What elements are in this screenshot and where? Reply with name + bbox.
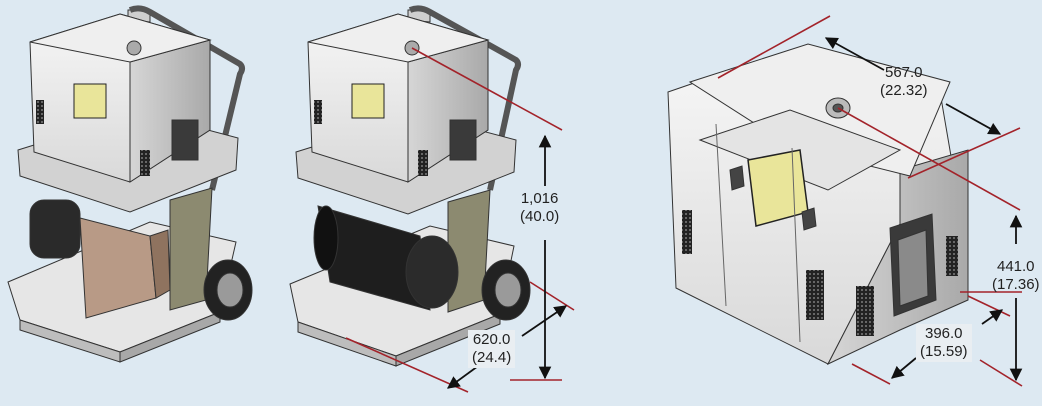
unit-height-inch: (17.36): [992, 276, 1040, 293]
height-top-extension-line: [411, 47, 563, 131]
unit-height-mm: 441.0: [996, 258, 1035, 275]
cart-dimension-lines: [345, 47, 575, 393]
side-handle-recess: [449, 119, 477, 161]
cart-handle: [128, 5, 245, 191]
rotary-pump-motor: [29, 199, 81, 259]
unit-dimension-lines: [717, 15, 1023, 387]
unit-depth-mm: 396.0: [924, 325, 963, 342]
vent-grille: [36, 100, 44, 124]
cart-height-label: 1,016 (40.0): [520, 190, 559, 226]
unit-depth-inch: (15.59): [920, 343, 968, 360]
unit-width-inch: (22.32): [880, 82, 928, 99]
depth-arrow-front: [891, 357, 917, 379]
cart-with-rotary-pump: [7, 5, 253, 363]
scroll-pump-head: [405, 235, 459, 309]
inlet-flange: [126, 40, 142, 56]
depth-arrow-back: [981, 309, 1004, 325]
unit-height-label: 441.0 (17.36): [992, 258, 1040, 294]
cart-height-mm: 1,016: [520, 190, 559, 207]
unit-width-label: 567.0 (22.32): [880, 64, 928, 100]
width-left-extension-line: [717, 15, 831, 79]
cart-with-scroll-pump: [289, 5, 531, 367]
control-key-right: [801, 207, 817, 231]
cart-depth-label: 620.0 (24.4): [468, 330, 516, 368]
display-screen: [351, 83, 385, 119]
display-screen: [747, 149, 809, 227]
depth-back-extension-line: [967, 295, 1011, 317]
control-key-left: [729, 165, 745, 191]
display-screen: [73, 83, 107, 119]
depth-arrow-back: [521, 305, 568, 337]
side-handle-recess: [171, 119, 199, 161]
standalone-leak-detector-unit: [667, 43, 969, 366]
cart-depth-mm: 620.0: [472, 331, 511, 348]
cart-height-inch: (40.0): [520, 208, 560, 225]
vent-grille: [682, 210, 692, 254]
width-arrow-left: [824, 37, 885, 71]
cart-handle: [408, 5, 521, 191]
width-arrow-right: [945, 103, 1002, 135]
cart-depth-inch: (24.4): [472, 349, 512, 366]
depth-back-extension-line: [529, 281, 575, 311]
vent-grille: [314, 100, 322, 124]
width-right-extension-line: [837, 107, 1021, 211]
depth-front-extension-line: [851, 363, 891, 385]
unit-width-mm: 567.0: [884, 64, 923, 81]
height-bottom-extension-line: [979, 359, 1023, 387]
unit-depth-label: 396.0 (15.59): [916, 324, 972, 362]
